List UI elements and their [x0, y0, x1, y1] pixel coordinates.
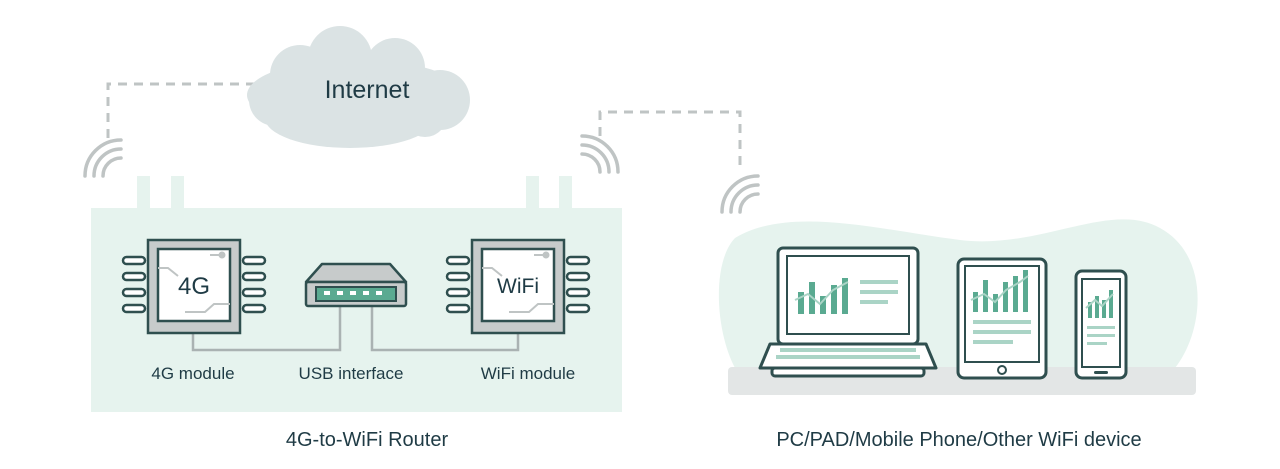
label-wifi-module: WiFi module: [481, 364, 575, 383]
cloud-icon: [247, 26, 470, 148]
chip-text-4g: 4G: [178, 273, 210, 300]
router-to-devices-link: [598, 110, 742, 172]
wifi-signal-icon: [83, 138, 123, 178]
module-wires: [191, 306, 520, 352]
chip-icon: [445, 238, 591, 335]
wifi-signal-icon: [580, 134, 620, 174]
label-4g-module: 4G module: [151, 364, 234, 383]
antenna-right-1: [526, 176, 539, 208]
router-title: 4G-to-WiFi Router: [286, 429, 449, 451]
internet-to-router-link: [106, 82, 262, 138]
router-antennas: [137, 176, 572, 208]
label-usb-interface: USB interface: [299, 364, 404, 383]
wifi-signal-icon: [720, 174, 760, 214]
antenna-left-1: [137, 176, 150, 208]
antenna-left-2: [171, 176, 184, 208]
devices-label: PC/PAD/Mobile Phone/Other WiFi device: [776, 429, 1141, 451]
chip-icon: [121, 238, 267, 335]
phone-icon: [1074, 269, 1128, 380]
antenna-right-2: [559, 176, 572, 208]
laptop-icon: [758, 246, 938, 378]
chip-text-wifi: WiFi: [497, 275, 539, 298]
dashed-connections: [106, 82, 742, 172]
internet-label: Internet: [325, 76, 410, 104]
tablet-icon: [956, 257, 1048, 380]
usb-port-icon: [304, 262, 408, 308]
